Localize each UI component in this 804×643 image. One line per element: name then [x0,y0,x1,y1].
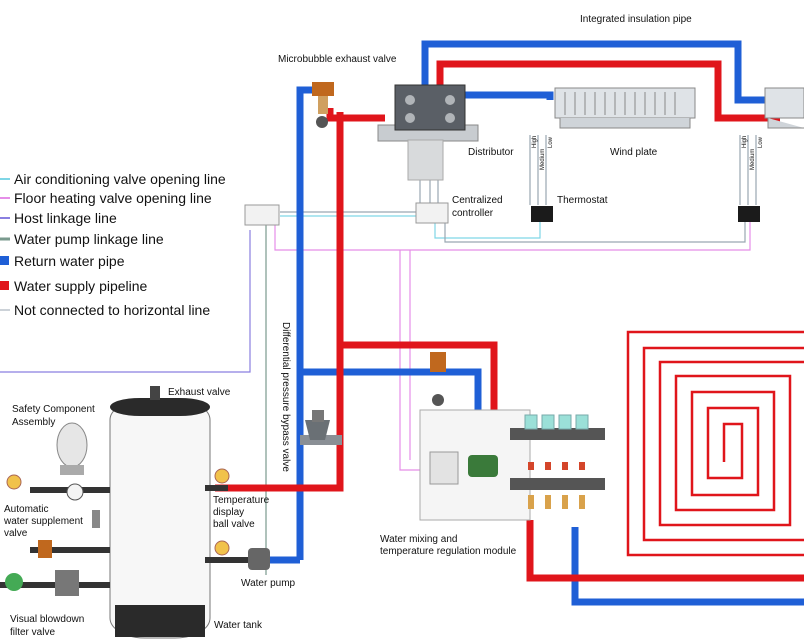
legend-label: Return water pipe [14,253,125,269]
safety-label: Safety Component [12,404,95,415]
wind-plate-2 [764,87,804,129]
temperature-label: Temperature [213,495,270,506]
wind-plate-label: Wind plate [610,147,658,158]
legend-swatch [0,256,9,265]
legend-item: Air conditioning valve opening line [0,171,226,187]
mixing-module [419,352,605,521]
supplement-label-3: valve [4,528,28,539]
speed-high-label: High [532,136,538,148]
speed-low-label: Low [548,136,554,148]
supplement-label-2: water supplement [3,516,83,527]
centralized-controller-label: Centralized [452,195,503,206]
bypass-valve [300,410,342,445]
water-supply-pipes [215,60,804,582]
thermostat-1 [531,206,553,222]
safety-component-assembly [0,422,110,596]
centralized-controller [415,202,449,224]
legend-swatch [0,281,9,290]
host-controller [244,204,280,226]
component-labels: Integrated insulation pipe Microbubble e… [3,14,764,638]
blowdown-label-2: filter valve [10,627,55,638]
wind-plate-1 [554,87,696,129]
legend-label: Floor heating valve opening line [14,190,212,206]
legend-item: Not connected to horizontal line [0,302,210,318]
insulation-pipe-label: Integrated insulation pipe [580,14,692,25]
speed-high-label: High [742,136,748,148]
mixing-module-label-2: temperature regulation module [380,546,517,557]
exhaust-valve-label: Exhaust valve [168,387,231,398]
distributor-label: Distributor [468,147,514,158]
thermostat-2 [738,206,760,222]
legend-label: Air conditioning valve opening line [14,171,226,187]
legend-label: Not connected to horizontal line [14,302,210,318]
legend-item: Water supply pipeline [0,278,148,294]
return-water-pipes [260,40,804,606]
legend-item: Return water pipe [0,253,125,269]
temperature-label-3: ball valve [213,519,255,530]
legend-label: Water supply pipeline [14,278,148,294]
legend: Air conditioning valve opening line Floo… [0,171,226,318]
legend-item: Water pump linkage line [0,231,164,247]
speed-medium-label: Medium [750,149,756,170]
speed-low-label: Low [758,136,764,148]
thermostat-label: Thermostat [557,195,608,206]
water-pump [205,540,270,570]
floor-heating-coil [626,330,804,557]
blowdown-label: Visual blowdown [10,614,84,625]
legend-item: Host linkage line [0,210,117,226]
legend-label: Water pump linkage line [14,231,164,247]
mixing-module-label: Water mixing and [380,534,457,545]
legend-label: Host linkage line [14,210,117,226]
supplement-label: Automatic [4,504,48,515]
temperature-ball-valve [205,468,230,491]
microbubble-valve-label: Microbubble exhaust valve [278,54,397,65]
water-tank [109,386,211,639]
water-tank-label: Water tank [214,620,263,631]
microbubble-valve [312,82,334,128]
speed-medium-label: Medium [540,149,546,170]
legend-item: Floor heating valve opening line [0,190,212,206]
water-pump-label: Water pump [241,578,296,589]
centralized-controller-label-2: controller [452,208,494,219]
bypass-valve-label: Differential pressure bypass valve [280,322,291,472]
temperature-label-2: display [213,507,244,518]
distributor [377,84,479,181]
safety-label-2: Assembly [12,417,55,428]
